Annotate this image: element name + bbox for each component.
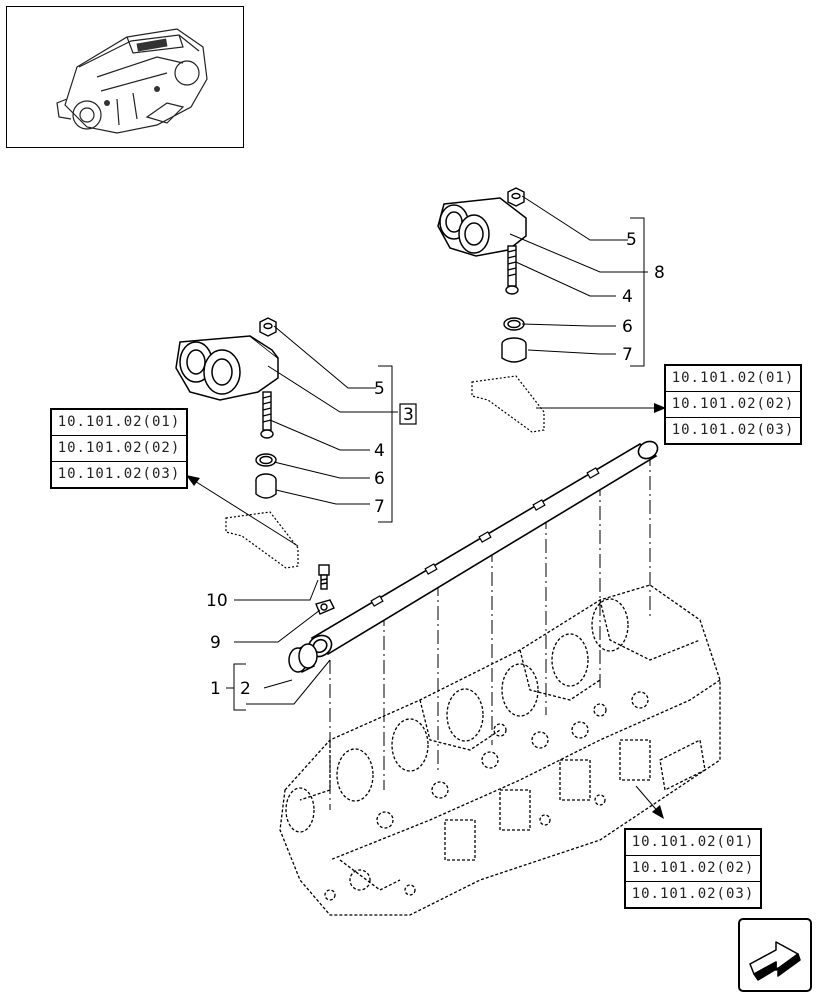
arrowheads [186, 403, 666, 819]
shaft-clip [315, 599, 335, 615]
alignment-lines [329, 452, 651, 810]
reference-group-left: 10.101.02(01) 10.101.02(02) 10.101.02(03… [50, 408, 188, 489]
reference-link-left-2[interactable]: 10.101.02(02) [52, 436, 186, 462]
callout-upper-8: 8 [654, 263, 665, 283]
callout-labels: 5 8 4 6 7 5 3 4 6 7 10 9 1 2 [206, 230, 665, 699]
callout-lower-5: 5 [374, 379, 385, 399]
shaft-plug [288, 643, 318, 674]
leader-lines [189, 195, 661, 815]
callout-lower-3-box [399, 403, 417, 425]
callout-upper-6: 6 [622, 317, 633, 337]
reference-link-right-2[interactable]: 10.101.02(02) [666, 392, 800, 418]
lower-pad [255, 473, 277, 499]
upper-washer [503, 317, 525, 331]
upper-bridge [471, 375, 545, 433]
reference-link-bottom-3[interactable]: 10.101.02(03) [631, 886, 755, 902]
upper-adjusting-screw [505, 245, 519, 295]
reference-link-right-3[interactable]: 10.101.02(03) [671, 422, 795, 438]
callout-shaft-10: 10 [206, 591, 228, 611]
rocker-shaft [307, 440, 659, 658]
callout-lower-4: 4 [374, 441, 385, 461]
callout-shaft-2: 2 [240, 679, 251, 699]
callout-upper-4: 4 [622, 287, 633, 307]
reference-link-bottom-2[interactable]: 10.101.02(02) [626, 856, 760, 882]
lower-bridge [225, 511, 299, 569]
reference-link-right-1[interactable]: 10.101.02(01) [666, 366, 800, 392]
reference-group-bottom: 10.101.02(01) 10.101.02(02) 10.101.02(03… [624, 828, 762, 909]
callout-lower-3: 3 [403, 405, 414, 425]
reference-link-bottom-1[interactable]: 10.101.02(01) [626, 830, 760, 856]
callout-upper-7: 7 [622, 345, 633, 365]
engine-thumbnail-icon [56, 28, 208, 134]
next-page-arrow-icon [749, 941, 801, 981]
lower-rocker-arm [175, 335, 279, 401]
lower-nut [259, 317, 277, 337]
next-page-button[interactable] [738, 918, 812, 992]
shaft-bolt [318, 564, 330, 590]
lower-adjusting-screw [260, 391, 274, 439]
callout-upper-5: 5 [626, 230, 637, 250]
upper-nut [507, 187, 525, 207]
lower-washer [255, 453, 277, 467]
reference-link-left-1[interactable]: 10.101.02(01) [52, 410, 186, 436]
callout-shaft-9: 9 [210, 633, 221, 653]
reference-group-right: 10.101.02(01) 10.101.02(02) 10.101.02(03… [664, 364, 802, 445]
engine-thumbnail [6, 6, 244, 148]
upper-rocker-arm [437, 197, 527, 257]
callout-shaft-1: 1 [210, 679, 221, 699]
callout-lower-7: 7 [374, 497, 385, 517]
reference-link-left-3[interactable]: 10.101.02(03) [57, 466, 181, 482]
upper-pad [501, 337, 527, 363]
callout-lower-6: 6 [374, 469, 385, 489]
